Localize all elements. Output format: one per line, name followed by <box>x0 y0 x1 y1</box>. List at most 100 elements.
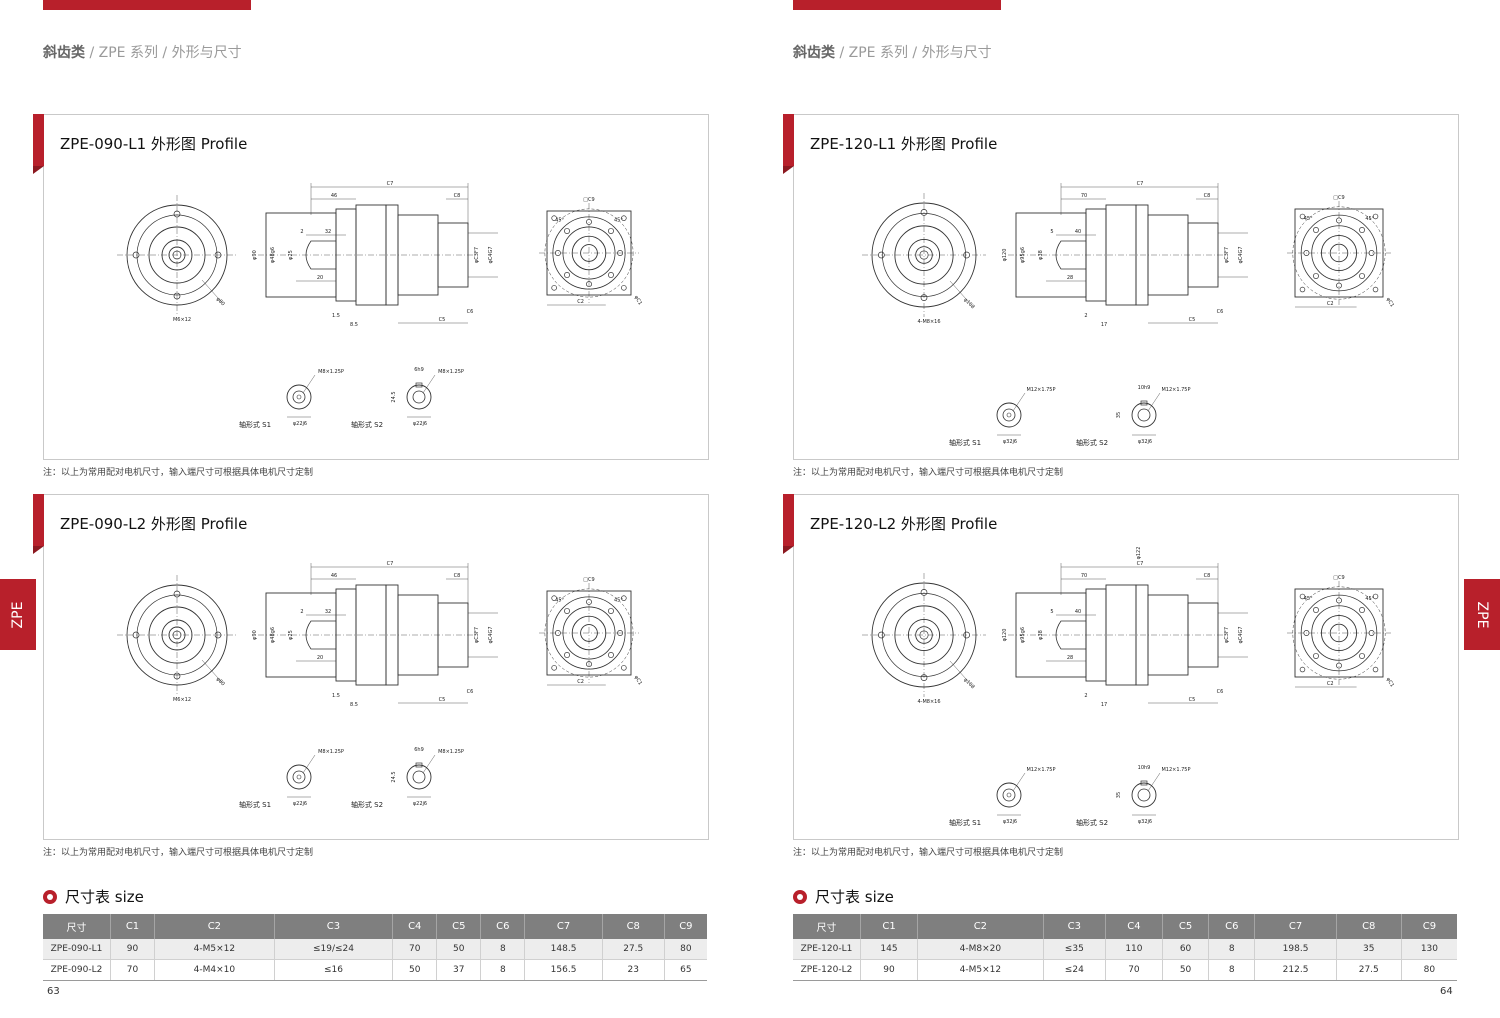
dim-label-depth: 40 <box>1075 229 1081 235</box>
table-cell: 90 <box>110 939 156 960</box>
panel-title: ZPE-090-L2 外形图 Profile <box>60 515 248 533</box>
output-bolt-hole <box>564 608 570 614</box>
side-tab-label: ZPE <box>1474 601 1490 628</box>
shaft-s2-height-label: 24.5 <box>391 391 397 402</box>
shaft-s2-height-label: 35 <box>1116 792 1122 798</box>
dim-label-dia: φC4G7 <box>1238 246 1244 263</box>
table-cell: 4-M4×10 <box>154 959 275 981</box>
corner-hole-circle <box>1372 286 1379 293</box>
dim-label-c8: C8 <box>1204 573 1211 579</box>
table-cell: ZPE-090-L1 <box>43 939 111 960</box>
size-title-text: 尺寸表 size <box>65 888 144 906</box>
table-cell: 4-M5×12 <box>154 939 275 960</box>
table-header-cell: C8 <box>602 914 665 939</box>
output-bolt-hole <box>586 598 592 605</box>
table-cell: ZPE-090-L2 <box>43 959 111 981</box>
shaft-s1-type-label: 轴形式 S1 <box>239 800 271 809</box>
dim-label-c8: C8 <box>1204 193 1211 199</box>
dim-label-c7: C7 <box>1137 561 1144 567</box>
dim-label-angle: 45° <box>555 598 564 604</box>
shaft-s2-thread-label: M8×1.25P <box>438 749 464 755</box>
shaft-s2-outer-circle <box>406 764 432 790</box>
side-tab-label: ZPE <box>10 601 26 628</box>
table-header-cell: C4 <box>1105 914 1163 939</box>
dim-label-offset: 5 <box>1050 229 1053 235</box>
table-cell: 70 <box>110 959 156 981</box>
panel-flag <box>783 114 794 174</box>
dim-label-c1: φC1 <box>1385 677 1395 689</box>
dim-label-length: 46 <box>331 193 337 199</box>
dim-label-flange-pos: 8.5 <box>350 702 358 708</box>
side-keyway-path <box>305 240 337 270</box>
dim-label-square: □C9 <box>1333 575 1344 581</box>
leader-line <box>949 280 971 305</box>
corner-hole-circle <box>551 665 557 671</box>
dim-label-c5: C5 <box>1189 317 1196 323</box>
dim-label-flange-thk: 1.5 <box>332 693 340 699</box>
dim-label-c2: C2 <box>1327 681 1334 687</box>
shaft-s1-center <box>296 774 302 780</box>
table-cell: 8 <box>480 939 526 960</box>
shaft-s2-inner-circle <box>412 770 426 784</box>
dim-label-thread: M6×12 <box>173 697 191 703</box>
table-cell: 90 <box>860 959 919 981</box>
size-title-text: 尺寸表 size <box>815 888 894 906</box>
leader-line <box>201 659 223 683</box>
breadcrumb-section: 外形与尺寸 <box>171 45 242 61</box>
corner-hole-circle <box>621 665 627 671</box>
dim-label-dia: φ48g6 <box>270 627 276 643</box>
dim-label-length: 70 <box>1081 193 1087 199</box>
dim-label-thread: 4-M8×16 <box>917 319 940 325</box>
table-header-row: 尺寸 C1 C2 C3 C4 C5 C6 C7 C8 C9 <box>43 914 707 939</box>
shaft-s2-type-label: 轴形式 S2 <box>1076 438 1108 447</box>
dim-label-dia: φ48g6 <box>270 247 276 263</box>
table-header-cell: C1 <box>860 914 919 939</box>
dim-label-c8: C8 <box>454 573 461 579</box>
leader-line <box>949 660 971 685</box>
breadcrumb-category: 斜齿类 <box>793 45 835 61</box>
table-row: ZPE-120-L1 145 4-M8×20 ≤35 110 60 8 198.… <box>793 939 1457 960</box>
breadcrumb-separator: / <box>907 45 922 61</box>
output-bolt-hole <box>554 250 561 256</box>
corner-hole-circle <box>1299 286 1306 293</box>
table-cell: 156.5 <box>524 959 603 981</box>
table-header-cell: C1 <box>110 914 156 939</box>
shaft-s2-dia-label: φ32j6 <box>1138 819 1152 825</box>
leader-line <box>1147 772 1161 792</box>
shaft-s1-dia-label: φ32j6 <box>1003 439 1017 445</box>
breadcrumb-series: ZPE 系列 <box>98 45 158 61</box>
table-header-cell: C8 <box>1336 914 1402 939</box>
shaft-s1-inner-circle <box>1002 788 1016 802</box>
output-bolt-hole <box>564 228 570 234</box>
size-table: 尺寸 C1 C2 C3 C4 C5 C6 C7 C8 C9 ZPE-120-L1… <box>793 914 1457 981</box>
panel-title: ZPE-120-L1 外形图 Profile <box>810 135 998 153</box>
side-keyway-path <box>1055 240 1087 270</box>
top-accent-bar <box>43 0 251 10</box>
table-row: ZPE-120-L2 90 4-M5×12 ≤24 70 50 8 212.5 … <box>793 959 1457 981</box>
table-row: ZPE-090-L2 70 4-M4×10 ≤16 50 37 8 156.5 … <box>43 959 707 981</box>
dim-label-dia: φ38 <box>1038 630 1044 640</box>
table-header-cell: C7 <box>1254 914 1337 939</box>
output-bolt-hole <box>586 218 592 225</box>
dim-label-c7: C7 <box>387 181 394 187</box>
dim-label-offset: 2 <box>300 229 303 235</box>
dim-label-dia: φC3F7 <box>1224 247 1230 263</box>
page-number: 63 <box>47 986 60 997</box>
shaft-s2-keyway <box>1140 400 1148 406</box>
dim-label-depth: 40 <box>1075 609 1081 615</box>
output-bolt-hole <box>1313 227 1319 233</box>
dim-label-c2: C2 <box>1327 301 1334 307</box>
shaft-s1-outer-circle <box>286 384 312 410</box>
dim-label-pcd: φ80 <box>215 296 226 307</box>
corner-hole-circle <box>551 595 557 601</box>
dim-label-c5: C5 <box>439 317 446 323</box>
table-header-cell: C4 <box>392 914 438 939</box>
dim-label-key: 28 <box>1067 275 1073 281</box>
shaft-s2-height-label: 24.5 <box>391 771 397 782</box>
table-header-cell: C9 <box>1401 914 1457 939</box>
table-cell: 8 <box>1208 959 1256 981</box>
shaft-s2-thread-label: M12×1.75P <box>1161 767 1190 773</box>
corner-hole-circle <box>1372 666 1379 673</box>
panel-note: 注：以上为常用配对电机尺寸，输入端尺寸可根据具体电机尺寸定制 <box>793 468 1064 478</box>
